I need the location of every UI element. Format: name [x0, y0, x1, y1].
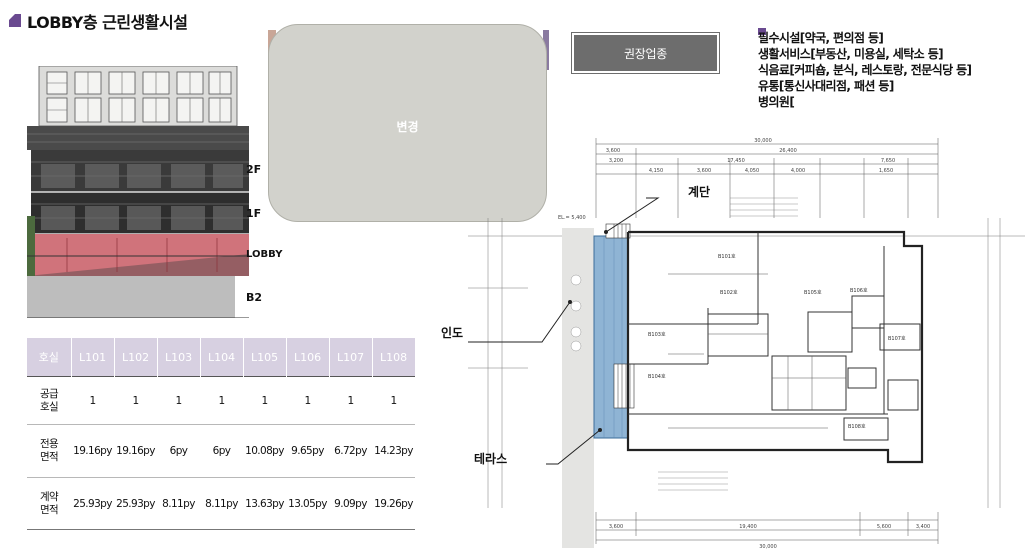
callout-stairs: 계단 — [688, 185, 711, 199]
svg-text:B108호: B108호 — [848, 424, 866, 430]
change-overlay-label: 변경 — [396, 120, 419, 134]
column-header: L101 — [71, 338, 115, 377]
svg-text:B107호: B107호 — [888, 336, 906, 342]
svg-text:30,000: 30,000 — [754, 138, 772, 144]
room-labels: B101호 B102호 B103호 B104호 B105호 B106호 B107… — [648, 254, 906, 430]
table-cell: 25.93py — [114, 477, 157, 530]
column-header: L107 — [329, 338, 373, 377]
table-cell: 14.23py — [372, 424, 415, 478]
svg-text:B101호: B101호 — [718, 254, 736, 260]
table-cell: 1 — [157, 376, 200, 425]
table-cell: 10.08py — [243, 424, 286, 478]
table-cell: 1 — [71, 376, 114, 425]
recommended-business-list: 필수시설[약국, 편의점 등] 생활서비스[부동산, 미용실, 세탁소 등] 식… — [758, 30, 972, 110]
column-header: L108 — [372, 338, 416, 377]
svg-text:7,650: 7,650 — [881, 158, 895, 164]
change-overlay-box — [268, 24, 547, 222]
svg-text:30,000: 30,000 — [759, 544, 777, 550]
building-elevation — [27, 66, 249, 318]
svg-text:4,050: 4,050 — [745, 168, 759, 174]
table-cell: 6py — [200, 424, 243, 478]
table-cell: 1 — [200, 376, 243, 425]
table-cell: 19.16py — [114, 424, 157, 478]
svg-text:EL.= 5,400: EL.= 5,400 — [558, 215, 586, 221]
floor-label-lobby: LOBBY — [246, 249, 283, 260]
svg-text:4,000: 4,000 — [791, 168, 805, 174]
table-cell: 9.65py — [286, 424, 329, 478]
table-cell: 8.11py — [200, 477, 243, 530]
svg-text:4,150: 4,150 — [649, 168, 663, 174]
table-cell: 9.09py — [329, 477, 372, 530]
table-cell: 6.72py — [329, 424, 372, 478]
svg-text:26,400: 26,400 — [779, 148, 797, 154]
svg-text:B104호: B104호 — [648, 374, 666, 380]
column-header: 호실 — [27, 338, 72, 377]
list-item: 식음료[커피숍, 분식, 레스토랑, 전문식당 등] — [758, 63, 972, 77]
table-cell: 25.93py — [71, 477, 114, 530]
recommended-business-button[interactable]: 권장업종 — [571, 32, 720, 74]
svg-text:1,650: 1,650 — [879, 168, 893, 174]
table-cell: 1 — [329, 376, 372, 425]
column-header: L102 — [114, 338, 158, 377]
table-cell: 8.11py — [157, 477, 200, 530]
floor-label-2f: 2F — [246, 163, 262, 176]
table-cell: 6py — [157, 424, 200, 478]
svg-text:B102호: B102호 — [720, 290, 738, 296]
table-cell: 1 — [243, 376, 286, 425]
floor-label-b2: B2 — [246, 291, 263, 304]
table-cell: 1 — [286, 376, 329, 425]
table-header-row: 호실 L101 L102 L103 L104 L105 L106 L107 L1… — [27, 338, 416, 377]
floor-label-1f: 1F — [246, 207, 262, 220]
callout-terrace: 테라스 — [474, 452, 508, 466]
svg-text:5,600: 5,600 — [877, 524, 891, 530]
list-marker — [758, 28, 766, 35]
svg-text:3,200: 3,200 — [609, 158, 623, 164]
svg-text:B105호: B105호 — [804, 290, 822, 296]
svg-text:3,600: 3,600 — [606, 148, 620, 154]
list-item: 생활서비스[부동산, 미용실, 세탁소 등] — [758, 47, 944, 61]
table-cell: 1 — [114, 376, 157, 425]
svg-text:19,400: 19,400 — [739, 524, 757, 530]
column-header: L106 — [286, 338, 330, 377]
list-item: 유통[통신사대리점, 패션 등] — [758, 79, 894, 93]
svg-text:B103호: B103호 — [648, 332, 666, 338]
page-title: LOBBY층 근린생활시설 — [27, 13, 188, 32]
column-header: L103 — [157, 338, 201, 377]
column-header: L105 — [243, 338, 287, 377]
callout-sidewalk: 인도 — [441, 326, 464, 340]
floor-plan: 30,000 3,600 26,400 3,200 17,450 7,650 4… — [468, 138, 1025, 550]
plan-dimensions: 30,000 3,600 26,400 3,200 17,450 7,650 4… — [558, 138, 895, 221]
svg-text:3,600: 3,600 — [609, 524, 623, 530]
column-header: L104 — [200, 338, 244, 377]
svg-text:17,450: 17,450 — [727, 158, 745, 164]
list-item: 필수시설[약국, 편의점 등] — [758, 31, 884, 45]
table-cell: 19.16py — [71, 424, 114, 478]
plan-dimensions-bottom: 3,600 19,400 5,600 3,400 30,000 — [609, 524, 930, 550]
svg-text:3,600: 3,600 — [697, 168, 711, 174]
table-cell: 19.26py — [372, 477, 415, 530]
title-marker — [9, 14, 21, 27]
table-cell: 13.05py — [286, 477, 329, 530]
table-cell: 1 — [372, 376, 415, 425]
table-cell: 13.63py — [243, 477, 286, 530]
svg-text:3,400: 3,400 — [916, 524, 930, 530]
list-item: 병의원[ — [758, 95, 795, 109]
unit-table: 호실 L101 L102 L103 L104 L105 L106 L107 L1… — [27, 338, 416, 530]
svg-text:B106호: B106호 — [850, 288, 868, 294]
